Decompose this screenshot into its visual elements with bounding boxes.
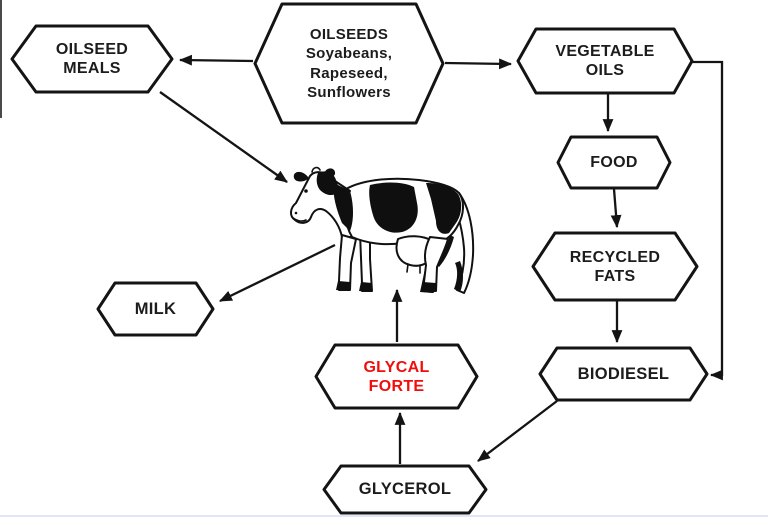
node-oilseed-meals-shape (10, 24, 174, 94)
node-vegetable-oils-shape (516, 27, 694, 95)
node-milk-shape (96, 281, 215, 337)
node-glycerol-shape (322, 464, 488, 515)
edge-vegetable-oils-to-biodiesel (692, 60, 724, 381)
edge-food-to-recycled-fats (610, 188, 622, 229)
edge-oilseeds-to-vegetable-oils (444, 58, 513, 70)
node-oilseeds-shape (253, 2, 445, 125)
dairy-cow-illustration (290, 166, 475, 294)
left-edge-artifact (0, 0, 2, 118)
edge-oilseeds-to-oilseed-meals (178, 54, 254, 66)
bottom-rule (0, 515, 768, 517)
node-recycled-fats-shape (531, 231, 699, 302)
node-food-shape (556, 135, 672, 190)
edge-oilseed-meals-to-cow (159, 91, 288, 183)
edge-cow-to-milk (219, 243, 336, 303)
edges-group (159, 54, 724, 464)
node-glycal-forte-shape (314, 343, 479, 410)
edge-biodiesel-to-glycerol (477, 400, 558, 462)
node-biodiesel-shape (538, 346, 709, 402)
nodes-group (10, 2, 709, 515)
